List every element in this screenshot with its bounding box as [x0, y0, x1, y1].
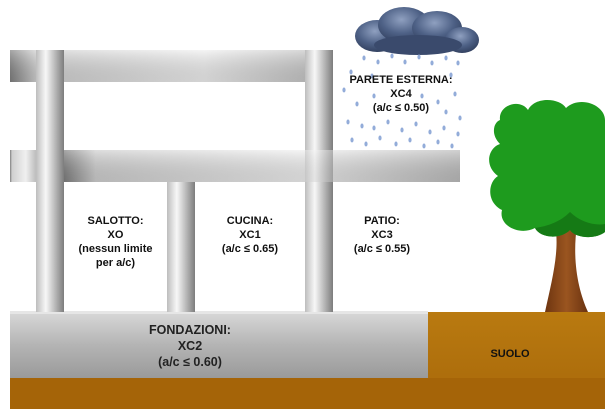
foundation-top-edge [10, 311, 428, 314]
suolo-text: SUOLO [490, 348, 530, 360]
fondazioni-class: XC2 [177, 339, 203, 353]
parete-class: XC4 [390, 88, 412, 100]
fondazioni-limit: (a/c ≤ 0.60) [158, 355, 222, 369]
cucina-class: XC1 [239, 229, 261, 241]
fondazioni-title: FONDAZIONI: [149, 323, 231, 337]
salotto-class: XO [107, 229, 124, 241]
tree-crown [489, 100, 605, 238]
patio-limit: (a/c ≤ 0.55) [353, 243, 411, 255]
column-middle [167, 182, 195, 312]
salotto-limit-2: per a/c) [95, 257, 136, 269]
salotto-title: SALOTTO: [87, 215, 144, 227]
salotto-limit: (nessun limite [78, 243, 153, 255]
cucina-limit: (a/c ≤ 0.65) [221, 243, 279, 255]
label-patio: PATIO: XC3 (a/c ≤ 0.55) [333, 214, 431, 256]
foundation [10, 312, 428, 378]
patio-class: XC3 [371, 229, 393, 241]
tree-trunk [545, 225, 588, 312]
label-fondazioni: FONDAZIONI: XC2 (a/c ≤ 0.60) [110, 322, 270, 370]
tree-crown-shade [535, 212, 605, 238]
label-salotto: SALOTTO: XO (nessun limite per a/c) [64, 214, 167, 270]
rain-cloud [355, 7, 479, 55]
patio-title: PATIO: [364, 215, 400, 227]
parete-title: PARETE ESTERNA: [349, 74, 453, 86]
parete-limit: (a/c ≤ 0.50) [372, 102, 430, 114]
rain-drops [342, 53, 462, 149]
label-suolo: SUOLO [470, 347, 550, 361]
label-cucina: CUCINA: XC1 (a/c ≤ 0.65) [195, 214, 305, 256]
middle-slab-left [10, 150, 36, 182]
soil-bottom-strip [10, 378, 605, 409]
column-left [36, 50, 64, 312]
label-parete-esterna: PARETE ESTERNA: XC4 (a/c ≤ 0.50) [336, 73, 466, 115]
middle-slab-shade [64, 150, 460, 182]
slab-column-joint [305, 150, 333, 182]
cucina-title: CUCINA: [226, 215, 274, 227]
